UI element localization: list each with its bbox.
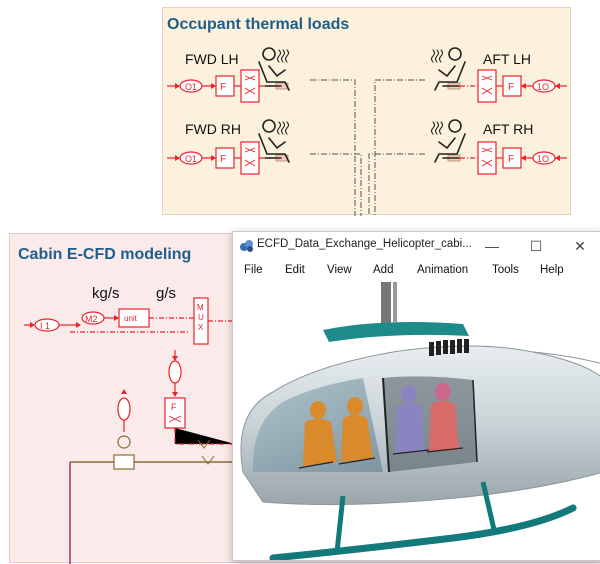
occupant-aft-lh-icon: [430, 47, 466, 91]
aft-lh-chain[interactable]: F 1O: [447, 69, 567, 103]
cabin-occupants: [303, 383, 459, 466]
svg-text:F: F: [220, 154, 226, 165]
fwd-lh-label: FWD LH: [185, 51, 239, 67]
fwd-lh-chain[interactable]: O1 F: [167, 69, 289, 103]
svg-text:X: X: [198, 323, 204, 332]
svg-text:1O: 1O: [537, 154, 549, 164]
temperature-input-chain[interactable]: F: [164, 350, 235, 449]
svg-text:F: F: [171, 402, 177, 412]
menu-help[interactable]: Help: [540, 264, 564, 276]
svg-text:I 1: I 1: [40, 321, 50, 331]
menu-tools[interactable]: Tools: [492, 264, 519, 276]
menu-animation[interactable]: Animation: [417, 264, 469, 276]
occupant-fwd-rh-icon: [258, 119, 290, 163]
fwd-rh-label: FWD RH: [185, 121, 241, 137]
svg-text:O1: O1: [185, 82, 197, 92]
menu-file[interactable]: File: [244, 264, 263, 276]
close-button[interactable]: ✕: [574, 238, 586, 254]
svg-text:O1: O1: [185, 154, 197, 164]
window-title: ECFD_Data_Exchange_Helicopter_cabi...: [257, 238, 472, 250]
maximize-button[interactable]: ☐: [529, 238, 543, 254]
svg-text:U: U: [198, 313, 204, 322]
minimize-button[interactable]: —: [485, 238, 499, 254]
cabin-diagram: I 1 M2 unit M U X F: [24, 232, 374, 564]
menu-edit[interactable]: Edit: [285, 264, 305, 276]
unit-label-gs: g/s: [156, 285, 177, 302]
unit-label-kgs: kg/s: [92, 285, 120, 302]
svg-text:1O: 1O: [537, 82, 549, 92]
occupant-thermal-loads-panel: Occupant thermal loads FWD LH AFT LH FWD…: [162, 7, 571, 216]
cabin-panel-title: Cabin E-CFD modeling: [18, 246, 192, 263]
svg-text:F: F: [220, 82, 226, 93]
svg-text:F: F: [508, 82, 514, 93]
menu-add[interactable]: Add: [373, 264, 394, 276]
aft-rh-chain[interactable]: F 1O: [447, 141, 567, 175]
occupant-fwd-lh-icon: [258, 47, 290, 91]
occupant-diagram: O1 F F 1O: [167, 47, 567, 216]
svg-text:M: M: [197, 303, 204, 312]
ecfd-viewer-window[interactable]: ECFD_Data_Exchange_Helicopter_cabi... — …: [232, 231, 600, 561]
3d-viewport[interactable]: [233, 282, 600, 560]
helicopter-model-render: [240, 282, 600, 560]
menu-view[interactable]: View: [327, 264, 352, 276]
fwd-rh-chain[interactable]: O1 F: [167, 141, 289, 175]
menu-bar: File Edit View Add Animation Tools Help: [233, 260, 600, 282]
aft-rh-label: AFT RH: [483, 121, 534, 137]
app-logo-icon: [240, 240, 253, 252]
window-titlebar[interactable]: ECFD_Data_Exchange_Helicopter_cabi... — …: [233, 232, 600, 259]
mass-flow-input-chain[interactable]: I 1 M2 unit M U X: [24, 297, 235, 345]
aft-lh-label: AFT LH: [483, 51, 531, 67]
occupant-aft-rh-icon: [430, 119, 466, 163]
svg-text:unit: unit: [124, 314, 138, 323]
mass-flow-sensor-chain[interactable]: [69, 389, 235, 564]
svg-text:F: F: [508, 154, 514, 165]
occupant-panel-title: Occupant thermal loads: [167, 16, 350, 33]
svg-text:M2: M2: [85, 314, 98, 324]
